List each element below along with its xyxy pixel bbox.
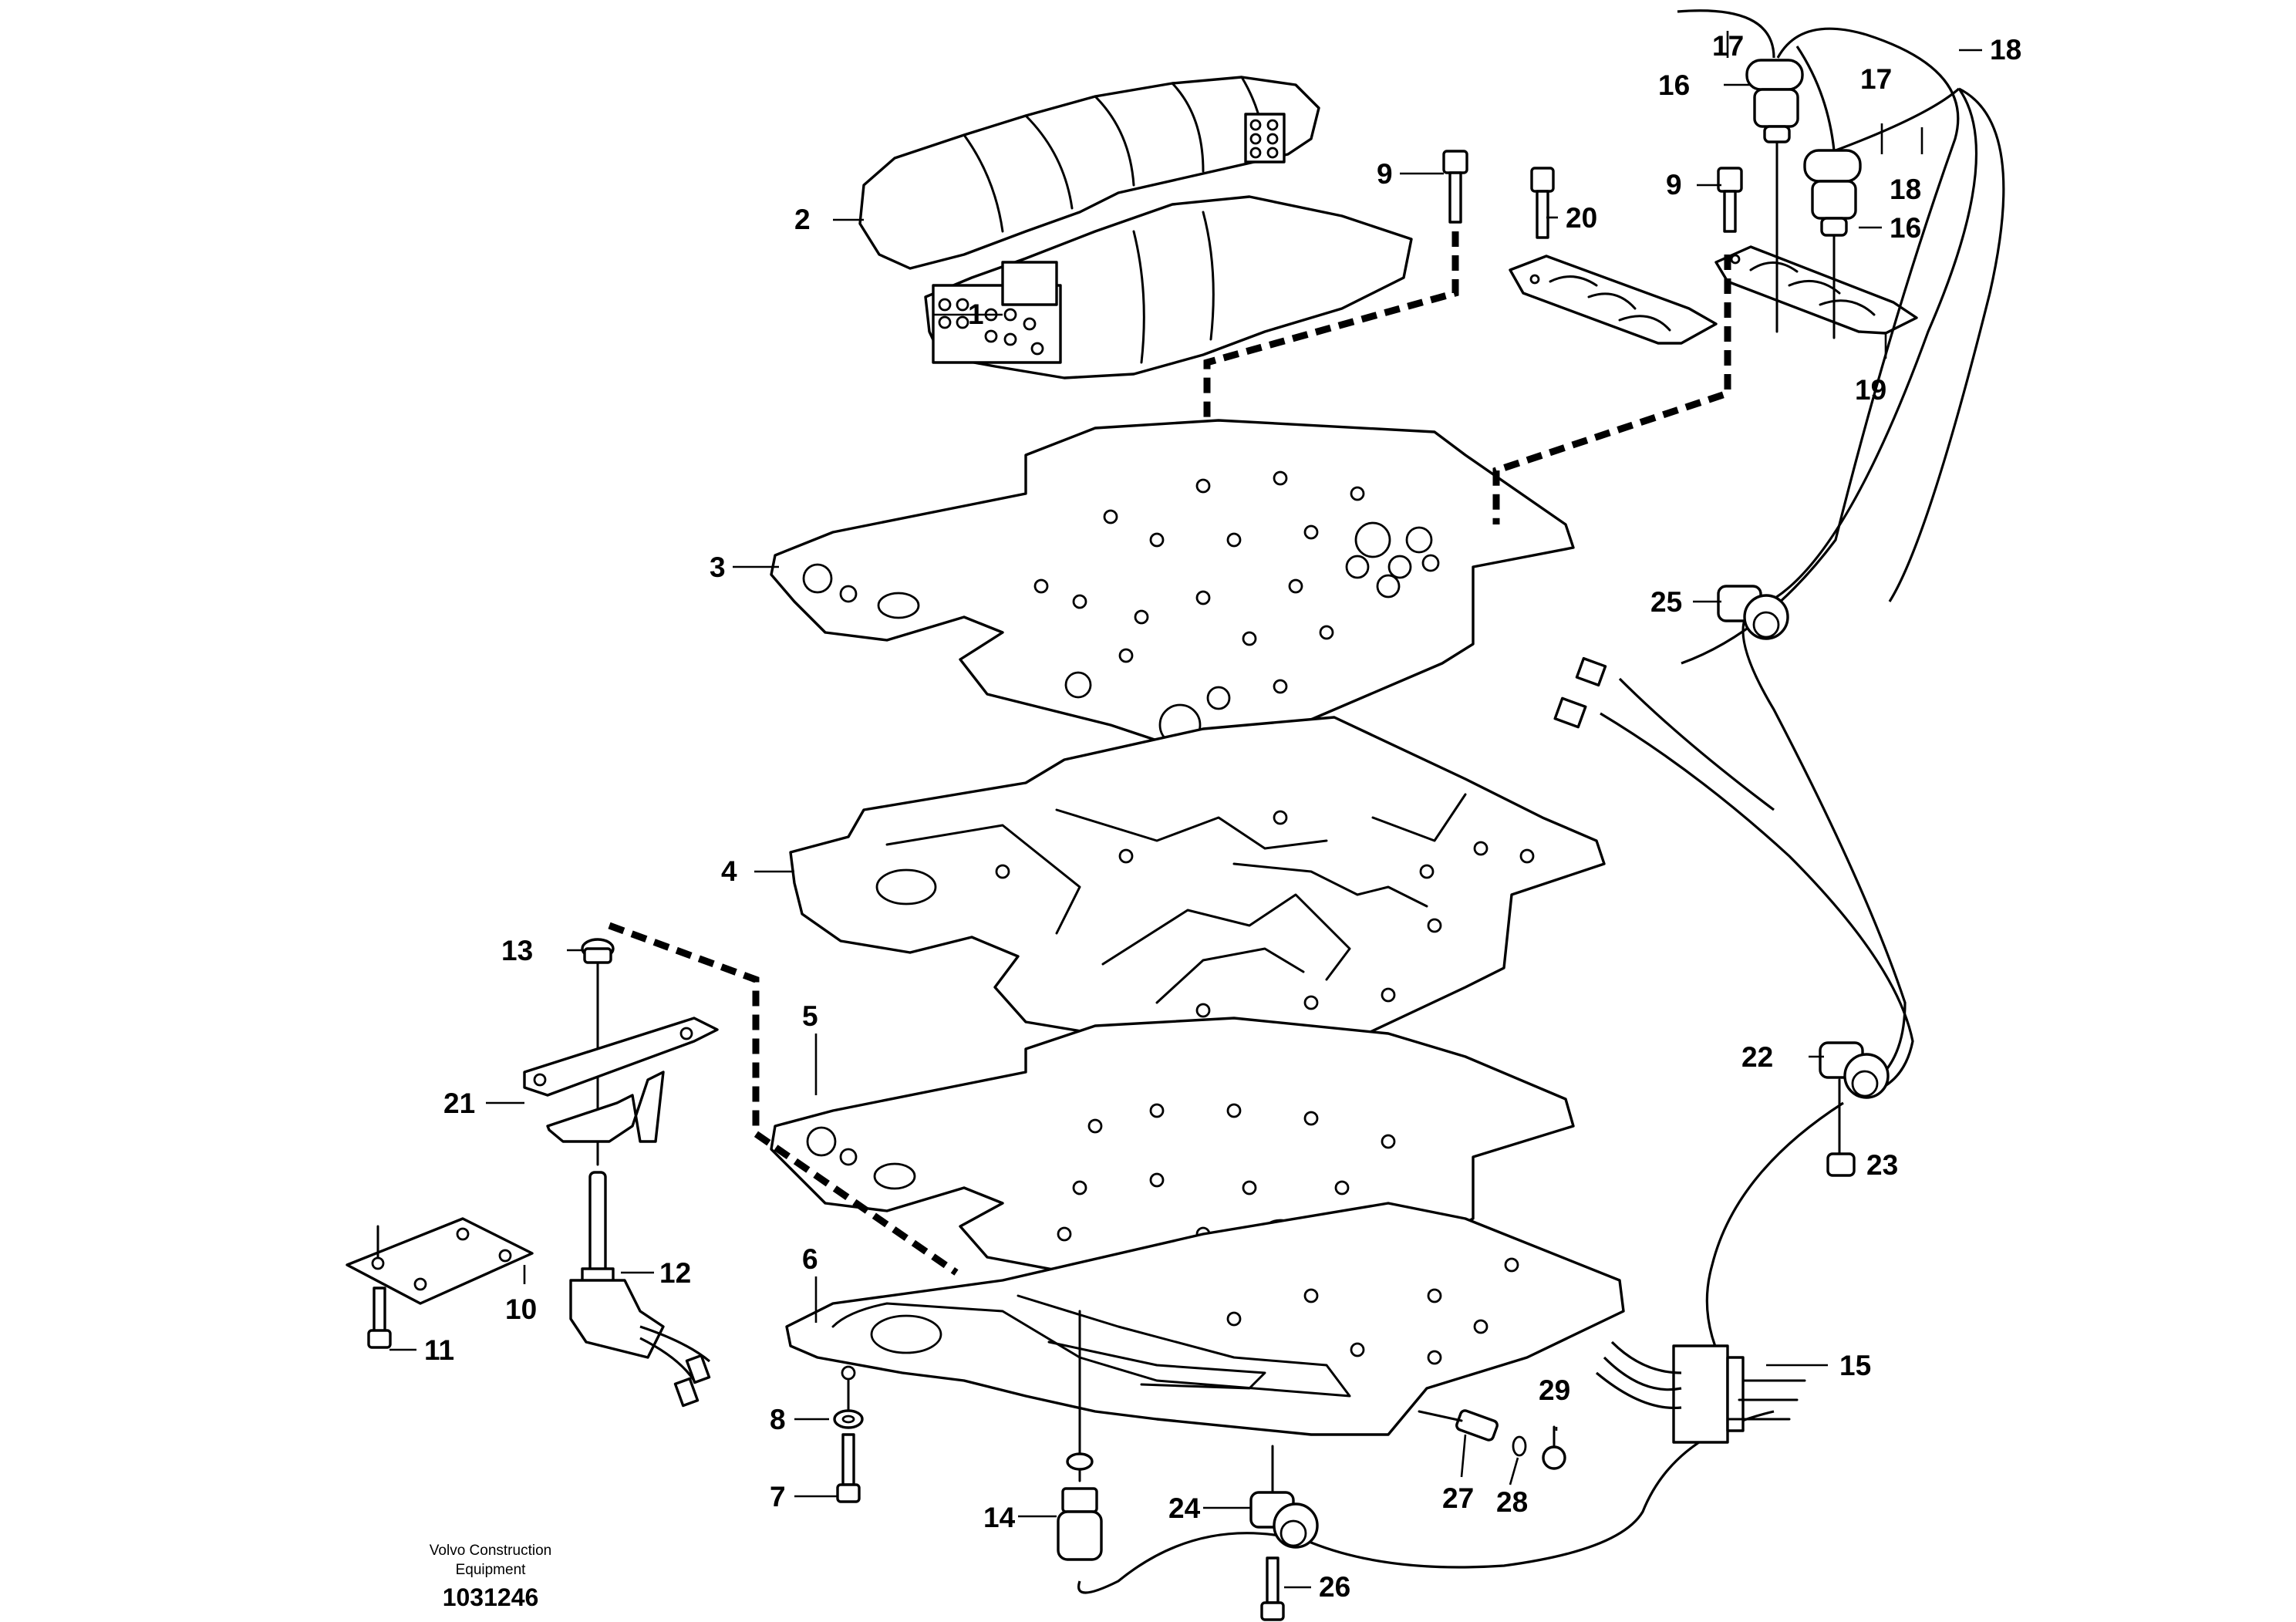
bolt-9-right (1717, 167, 1743, 233)
label-22: 22 (1741, 1041, 1773, 1073)
label-29: 29 (1539, 1374, 1570, 1406)
clamp-25 (1717, 585, 1789, 640)
bolt-26 (1260, 1556, 1285, 1621)
cover-upper (858, 76, 1320, 270)
label-16a: 16 (1658, 69, 1690, 101)
plate-10 (346, 1217, 534, 1305)
label-2: 2 (794, 204, 811, 235)
gasket-19 (1714, 245, 1918, 335)
sensor-14 (1057, 1310, 1103, 1561)
bolt-9-left (1442, 150, 1468, 224)
label-5: 5 (802, 1000, 818, 1032)
label-3: 3 (710, 551, 726, 583)
wiring-harness-17-18 (1077, 9, 2005, 1594)
cover-lower (924, 195, 1413, 379)
nut-23 (1826, 1152, 1856, 1177)
wire-connector-bottom (1553, 696, 1587, 729)
connector-15 (1595, 1340, 1806, 1444)
label-9b: 9 (1666, 169, 1682, 201)
label-21: 21 (443, 1088, 475, 1119)
leader-lines (389, 31, 1982, 1589)
label-10: 10 (505, 1293, 537, 1325)
label-6: 6 (802, 1243, 818, 1275)
label-20: 20 (1566, 202, 1597, 234)
washer-28 (1512, 1435, 1527, 1457)
caption-line1: Volvo Construction (430, 1543, 551, 1559)
label-16b: 16 (1890, 212, 1921, 244)
label-4: 4 (721, 855, 737, 887)
bolt-20 (1530, 167, 1555, 239)
label-23: 23 (1866, 1149, 1898, 1181)
clamp-22 (1819, 1041, 1890, 1155)
label-17b: 17 (1860, 63, 1892, 95)
washer-8 (833, 1409, 864, 1429)
label-26: 26 (1319, 1571, 1350, 1603)
plate-3 (770, 419, 1575, 757)
label-27: 27 (1442, 1482, 1474, 1514)
label-28: 28 (1496, 1486, 1528, 1518)
alignment-dashes (608, 231, 1731, 1276)
bolt-11 (367, 1286, 392, 1349)
label-1: 1 (968, 298, 984, 330)
label-15: 15 (1839, 1350, 1871, 1381)
gasket-4 (789, 716, 1606, 1074)
bracket-21 (523, 1017, 719, 1143)
label-24: 24 (1168, 1492, 1201, 1524)
caption-line2: Equipment (456, 1562, 527, 1578)
footer: Volvo Construction Equipment 1031246 (430, 1543, 551, 1611)
fitting-27 (1418, 1409, 1499, 1442)
bolt-7 (836, 1379, 861, 1503)
label-25: 25 (1650, 586, 1682, 618)
sensor-16-right (1803, 149, 1862, 339)
label-18a: 18 (1990, 34, 2021, 66)
label-17a: 17 (1712, 30, 1744, 62)
plate-6 (785, 1202, 1625, 1436)
label-19: 19 (1855, 374, 1886, 406)
clamp-24 (1249, 1445, 1319, 1549)
sensor-16-top (1745, 59, 1804, 333)
label-11: 11 (424, 1334, 454, 1366)
plug-29 (1542, 1425, 1566, 1470)
label-13: 13 (501, 935, 533, 966)
wire-connector-top (1575, 656, 1607, 687)
label-9a: 9 (1377, 158, 1393, 190)
gasket-20-plate (1509, 255, 1718, 345)
label-12: 12 (659, 1257, 691, 1289)
sensor-12 (569, 1171, 711, 1408)
callout-labels: 1 2 3 4 5 6 7 8 9 9 10 11 12 13 14 15 16… (424, 30, 2021, 1603)
label-14: 14 (983, 1502, 1016, 1533)
document-number: 1031246 (443, 1583, 539, 1611)
label-18b: 18 (1890, 174, 1921, 205)
label-7: 7 (770, 1481, 786, 1512)
label-8: 8 (770, 1404, 786, 1435)
